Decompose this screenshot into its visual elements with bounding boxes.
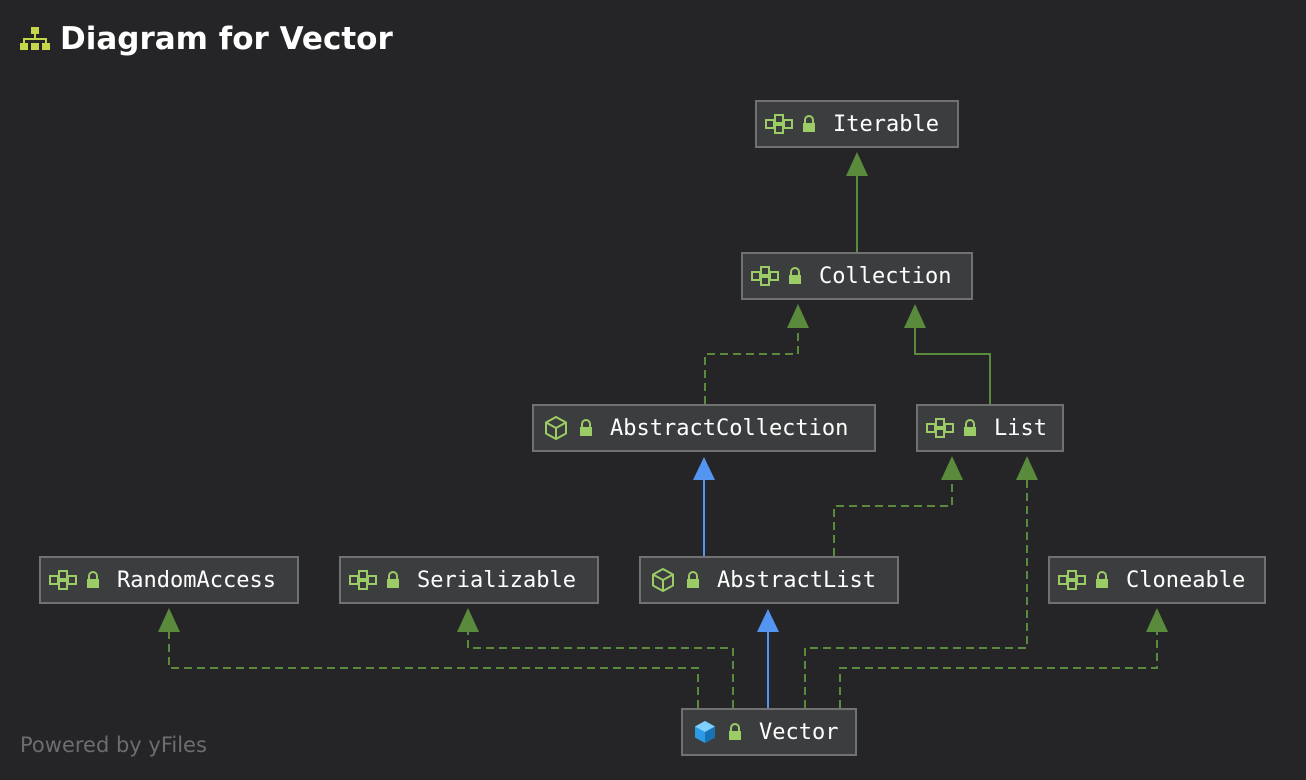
edge-vector-list [804, 480, 1028, 708]
node-vector[interactable]: Vector [681, 708, 857, 756]
lock-icon [683, 568, 703, 592]
arrowhead-serializable [457, 608, 479, 632]
node-abstractlist[interactable]: AbstractList [639, 556, 899, 604]
arrowhead-collection-left [787, 304, 809, 328]
lock-icon [960, 416, 980, 440]
edge-abstractlist-list [833, 480, 953, 556]
interface-icon [926, 414, 954, 442]
interface-icon [751, 262, 779, 290]
node-label: AbstractCollection [610, 415, 849, 441]
arrowhead-abstractcollection [693, 457, 715, 480]
lock-icon [1092, 568, 1112, 592]
arrowhead-randomaccess [158, 608, 180, 632]
lock-icon [383, 568, 403, 592]
node-serializable[interactable]: Serializable [339, 556, 599, 604]
diagram-title: Diagram for Vector [20, 18, 393, 60]
arrowhead-list-left [941, 456, 963, 480]
interface-icon [1058, 566, 1086, 594]
node-label: List [994, 415, 1047, 441]
interface-icon [765, 110, 793, 138]
title-text: Diagram for Vector [60, 21, 393, 57]
node-label: RandomAccess [117, 567, 276, 593]
arrowhead-cloneable [1146, 608, 1168, 632]
lock-icon [576, 416, 596, 440]
node-randomaccess[interactable]: RandomAccess [39, 556, 299, 604]
node-cloneable[interactable]: Cloneable [1048, 556, 1266, 604]
arrowhead-collection-right [904, 304, 926, 328]
node-abstractcollection[interactable]: AbstractCollection [532, 404, 876, 452]
node-label: Vector [759, 719, 839, 745]
node-label: Serializable [417, 567, 576, 593]
abstract-class-icon [542, 414, 570, 442]
edge-vector-cloneable [839, 632, 1158, 708]
node-label: Cloneable [1126, 567, 1246, 593]
hierarchy-icon [20, 27, 50, 50]
node-label: AbstractList [717, 567, 876, 593]
powered-by-footer: Powered by yFiles [20, 733, 207, 757]
edge-vector-randomaccess [168, 632, 699, 708]
node-label: Iterable [833, 111, 939, 137]
node-list[interactable]: List [916, 404, 1064, 452]
edge-vector-serializable [467, 632, 734, 708]
lock-icon [799, 112, 819, 136]
node-collection[interactable]: Collection [741, 252, 973, 300]
interface-icon [349, 566, 377, 594]
interface-icon [49, 566, 77, 594]
abstract-class-icon [649, 566, 677, 594]
arrowhead-list-right [1016, 456, 1038, 480]
edge-list-collection [914, 328, 991, 404]
lock-icon [83, 568, 103, 592]
node-label: Collection [819, 263, 952, 289]
arrowhead-abstractlist [757, 609, 779, 632]
lock-icon [785, 264, 805, 288]
edge-abstractcollection-collection [704, 328, 799, 404]
node-iterable[interactable]: Iterable [755, 100, 959, 148]
class-icon [691, 718, 719, 746]
arrowhead-iterable [846, 152, 868, 176]
lock-icon [725, 720, 745, 744]
